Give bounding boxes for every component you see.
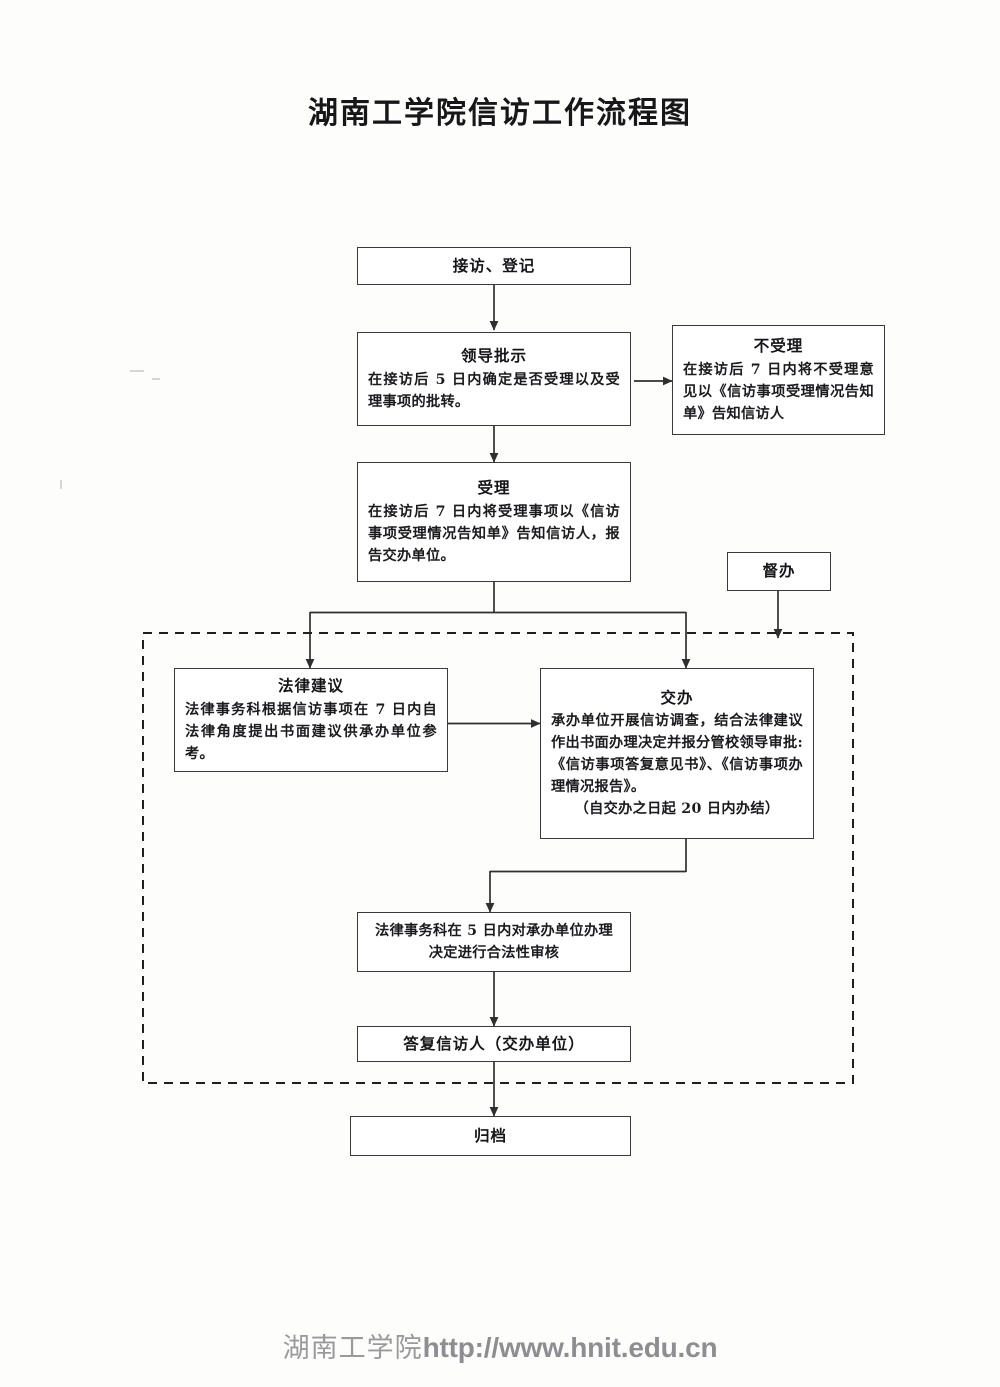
scan-speck [130, 370, 144, 372]
node-legality-review[interactable]: 法律事务科在 5 日内对承办单位办理决定进行合法性审核 [357, 912, 631, 972]
node-not-accepted-title: 不受理 [753, 337, 804, 356]
node-leader-instruction[interactable]: 领导批示 在接访后 5 日内确定是否受理以及受理事项的批转。 [357, 332, 631, 426]
node-assignment-note: （自交办之日起 20 日内办结） [574, 801, 780, 818]
node-legal-advice-title: 法律建议 [277, 677, 344, 696]
node-leader-instruction-body: 在接访后 5 日内确定是否受理以及受理事项的批转。 [368, 371, 620, 410]
node-not-accepted-body: 在接访后 7 日内将不受理意见以《信访事项受理情况告知单》告知信访人 [683, 361, 874, 422]
node-archive-label: 归档 [473, 1126, 507, 1145]
node-assignment-title: 交办 [660, 688, 694, 707]
page-title: 湖南工学院信访工作流程图 [308, 96, 692, 131]
node-leader-instruction-title: 领导批示 [460, 347, 527, 366]
node-accepted-title: 受理 [477, 479, 511, 498]
node-assignment-body: 承办单位开展信访调查，结合法律建议作出书面办理决定并报分管校领导审批:《信访事项… [551, 713, 803, 796]
node-legality-review-body: 法律事务科在 5 日内对承办单位办理决定进行合法性审核 [375, 923, 613, 961]
node-accepted[interactable]: 受理 在接访后 7 日内将受理事项以《信访事项受理情况告知单》告知信访人，报告交… [357, 462, 631, 582]
node-supervision-label: 督办 [762, 562, 796, 581]
scan-speck [60, 480, 62, 489]
node-reply-label: 答复信访人（交办单位） [403, 1034, 585, 1053]
footer-org-name: 湖南工学院 [282, 1333, 423, 1364]
node-archive[interactable]: 归档 [350, 1116, 631, 1156]
scan-speck [152, 378, 160, 380]
node-legal-advice-body: 法律事务科根据信访事项在 7 日内自法律角度提出书面建议供承办单位参考。 [185, 701, 437, 762]
node-reply[interactable]: 答复信访人（交办单位） [357, 1026, 631, 1062]
node-accepted-body: 在接访后 7 日内将受理事项以《信访事项受理情况告知单》告知信访人，报告交办单位… [368, 503, 620, 564]
node-legal-advice[interactable]: 法律建议 法律事务科根据信访事项在 7 日内自法律角度提出书面建议供承办单位参考… [174, 668, 448, 772]
node-assignment[interactable]: 交办 承办单位开展信访调查，结合法律建议作出书面办理决定并报分管校领导审批:《信… [540, 668, 814, 839]
node-supervision[interactable]: 督办 [727, 552, 831, 591]
dashed-scope-frame [142, 632, 854, 1084]
footer-url: http://www.hnit.edu.cn [422, 1332, 718, 1363]
node-not-accepted[interactable]: 不受理 在接访后 7 日内将不受理意见以《信访事项受理情况告知单》告知信访人 [672, 325, 885, 435]
node-intake[interactable]: 接访、登记 [357, 247, 631, 285]
node-intake-label: 接访、登记 [452, 256, 536, 275]
page-footer: 湖南工学院http://www.hnit.edu.cn [0, 1326, 1000, 1365]
